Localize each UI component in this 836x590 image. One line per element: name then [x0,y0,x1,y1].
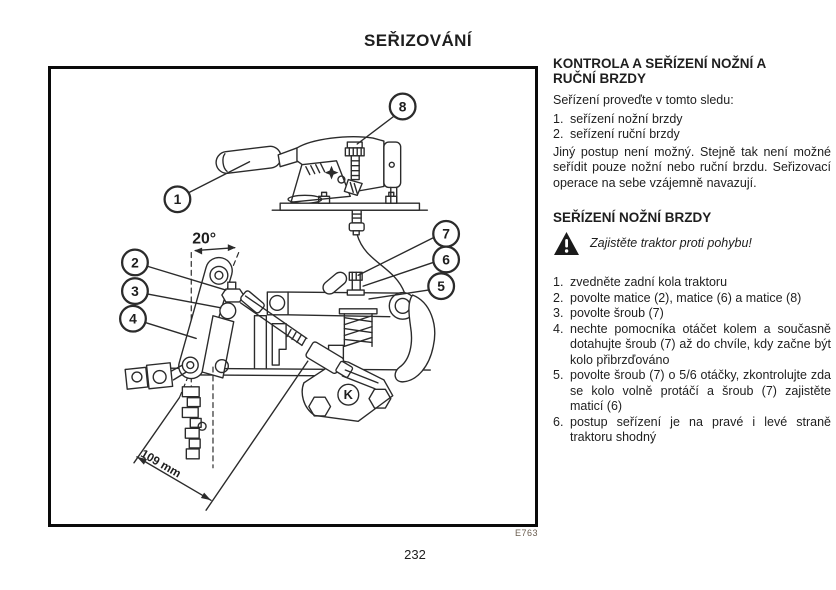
callout-4: 4 [119,304,197,340]
k-label: K [344,387,354,402]
warning-note: Zajistěte traktor proti pohybu! [553,231,831,256]
callout-6: 6 [362,245,461,287]
page-number: 232 [404,547,426,562]
anchor-and-ratchet-drawing [124,362,214,469]
sequence-list: 1. seřízení nožní brzdy 2. seřízení ručn… [553,112,831,143]
brake-adjustment-figure: 20° [48,66,538,527]
svg-text:1: 1 [174,191,182,207]
figure-code: E763 [514,528,538,538]
step-item: 2. povolte matice (2), matice (6) a mati… [553,290,802,305]
subsection-heading: SEŘÍZENÍ NOŽNÍ BRZDY [553,210,712,225]
angle-label: 20° [192,231,216,248]
step-item: 3. povolte šroub (7) [553,306,664,320]
svg-text:3: 3 [131,283,139,299]
warning-text: Zajistěte traktor proti pohybu! [590,235,752,250]
note-paragraph: Jiný postup není možný. Stejně tak není … [553,144,831,190]
callout-8: 8 [356,92,417,145]
svg-text:6: 6 [442,251,450,267]
callout-1: 1 [163,161,251,214]
page-title: SEŘIZOVÁNÍ [364,31,472,50]
brake-linkage-drawing [253,271,436,383]
callout-7: 7 [357,219,461,276]
step-item: 1. zvedněte zadní kola traktoru [553,275,728,289]
callout-5: 5 [368,272,456,301]
svg-text:5: 5 [437,278,445,294]
step-item: 4. nechte pomocníka otáčet kolem a souča… [553,321,831,367]
step-item: 5. povolte šroub (7) o 5/6 otáčky, zkont… [553,368,831,413]
callout-2: 2 [120,248,227,291]
callout-3: 3 [120,277,222,309]
svg-text:2: 2 [131,254,139,270]
intro-text: Seřízení proveďte v tomto sledu: [553,93,734,107]
hand-brake-lever-drawing [215,136,429,294]
section-heading: KONTROLA A SEŘÍZENÍ NOŽNÍ A RUČNÍ BRZDY [553,56,766,86]
svg-text:8: 8 [399,98,407,114]
dimension-label: 109 mm [138,446,183,480]
warning-icon [554,232,579,255]
step-item: 6. postup seřízení je na pravé i levé st… [553,414,831,445]
svg-text:4: 4 [129,311,137,327]
list-item: 2. seřízení ruční brzdy [553,127,680,141]
svg-text:7: 7 [442,226,450,242]
instructions-column: KONTROLA A SEŘÍZENÍ NOŽNÍ A RUČNÍ BRZDY … [553,56,831,446]
list-item: 1. seřízení nožní brzdy [553,111,683,126]
brake-mechanism-drawing: 20° [119,92,461,511]
k-bracket-drawing: K [301,359,394,423]
steps-list: 1. zvedněte zadní kola traktoru 2. povol… [553,275,831,446]
